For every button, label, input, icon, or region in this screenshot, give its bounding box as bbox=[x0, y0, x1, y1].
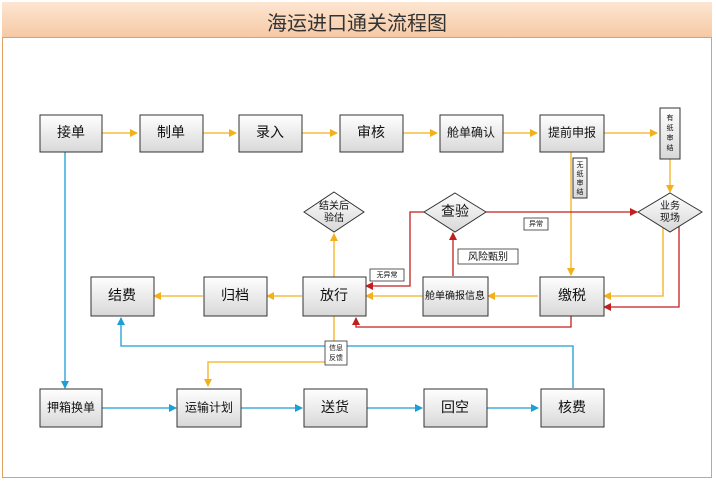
node-cangdan-queren bbox=[439, 114, 504, 153]
node-yewu-xianchang-label: 业务现场 bbox=[660, 199, 680, 224]
note-fengxian-jiebie bbox=[457, 248, 519, 265]
node-huikong-label: 回空 bbox=[441, 400, 469, 416]
node-jieguanhou-yangu bbox=[303, 191, 365, 233]
node-songhuo bbox=[303, 388, 368, 428]
node-jiedan bbox=[39, 114, 103, 153]
node-jiefei-label: 结费 bbox=[108, 288, 136, 304]
node-fangxing bbox=[302, 276, 367, 317]
node-jieguanhou-yangu-label: 结关后验估 bbox=[319, 199, 349, 224]
node-guidang bbox=[203, 276, 268, 317]
node-guidang-label: 归档 bbox=[221, 287, 249, 304]
node-youzhi-shenjie-label: 有纸审结 bbox=[667, 113, 674, 152]
node-cangdan-queren-info-label: 舱单确报信息 bbox=[425, 289, 485, 302]
node-yaxiang-huandan-label: 押箱换单 bbox=[47, 400, 95, 415]
node-zhidan bbox=[139, 114, 204, 153]
node-cangdan-queren-info bbox=[422, 276, 489, 317]
note-xinxi-fankui bbox=[324, 340, 348, 366]
node-chayan bbox=[423, 192, 487, 233]
note-wuyichang bbox=[369, 268, 405, 282]
page-title: 海运进口通关流程图 bbox=[267, 11, 447, 35]
node-zhidan-label: 制单 bbox=[157, 125, 185, 141]
node-luru bbox=[238, 114, 303, 153]
node-jiefei bbox=[90, 276, 155, 317]
node-tiqian-shenbao bbox=[539, 114, 605, 153]
node-yewu-xianchang bbox=[637, 192, 703, 233]
node-chayan-label: 查验 bbox=[441, 204, 469, 220]
arrow-chayan-fangxing bbox=[365, 211, 424, 290]
node-wuzhi-shenjie-label: 无纸审结 bbox=[577, 161, 584, 196]
node-luru-label: 录入 bbox=[256, 125, 284, 141]
node-shenhe bbox=[339, 114, 404, 153]
node-shenhe-label: 审核 bbox=[357, 125, 385, 141]
node-songhuo-label: 送货 bbox=[321, 399, 349, 416]
node-wuzhi-shenjie bbox=[572, 157, 588, 199]
node-jiaoshui-label: 缴税 bbox=[558, 288, 586, 304]
node-yunshu-jihua bbox=[176, 388, 242, 428]
title-bar: 海运进口通关流程图 bbox=[2, 2, 712, 38]
note-fengxian-jiebie-label: 风险甄别 bbox=[468, 250, 508, 263]
note-yichang bbox=[523, 217, 549, 231]
node-fangxing-label: 放行 bbox=[320, 288, 348, 304]
note-yichang-label: 异常 bbox=[529, 219, 543, 228]
node-cangdan-queren-label: 舱单确认 bbox=[447, 126, 495, 140]
node-jiaoshui bbox=[539, 276, 605, 317]
note-xinxi-fankui-label: 信息反馈 bbox=[329, 343, 343, 362]
node-tiqian-shenbao-label: 提前申报 bbox=[548, 125, 596, 140]
node-yaxiang-huandan bbox=[39, 388, 103, 428]
node-jiedan-label: 接单 bbox=[57, 124, 85, 141]
arrow-yewu-jiaoshui bbox=[603, 226, 664, 300]
node-huikong bbox=[423, 388, 488, 428]
arrow-fangxing-yunshu bbox=[204, 316, 335, 387]
arrow-yewu-jiaoshui-red bbox=[603, 222, 680, 311]
note-wuyichang-label: 无异常 bbox=[377, 270, 398, 279]
node-yunshu-jihua-label: 运输计划 bbox=[185, 400, 233, 415]
node-youzhi-shenjie bbox=[659, 107, 681, 160]
arrow-jiaoshui-fangxing bbox=[352, 316, 572, 328]
node-hefei bbox=[540, 388, 605, 428]
node-hefei-label: 核费 bbox=[558, 400, 586, 416]
